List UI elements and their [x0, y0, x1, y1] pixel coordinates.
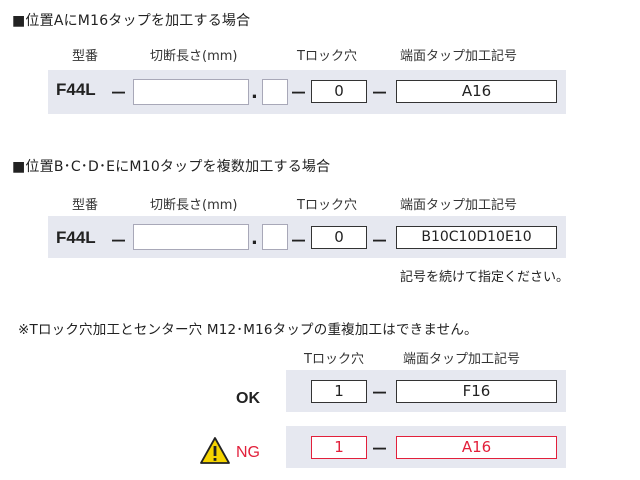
column-end-tap-code: 端面タップ加工記号 [400, 198, 518, 213]
cut-length-decimal-input[interactable] [262, 224, 288, 250]
ng-t-lock-value: 1 [311, 436, 367, 459]
consecutive-code-note: 記号を続けて指定ください。 [400, 270, 570, 285]
ok-end-tap-code: F16 [396, 380, 557, 403]
model-code: F44L [56, 228, 96, 247]
column-end-tap-code: 端面タップ加工記号 [400, 49, 518, 64]
dash: － [371, 232, 388, 252]
column-t-lock-hole: Tロック穴 [297, 198, 357, 213]
overlap-warning-note: ※Tロック穴加工とセンター穴 M12･M16タップの重複加工はできません。 [18, 322, 478, 338]
end-tap-code-value: A16 [396, 80, 557, 103]
ng-end-tap-code: A16 [396, 436, 557, 459]
column-model: 型番 [72, 49, 99, 64]
model-code: F44L [56, 80, 96, 99]
column-model: 型番 [72, 198, 99, 213]
cut-length-decimal-input[interactable] [262, 79, 288, 105]
column-cut-length: 切断長さ(mm) [150, 49, 238, 64]
warning-triangle-icon [200, 437, 230, 464]
dash: － [110, 84, 127, 104]
column-t-lock-hole: Tロック穴 [304, 352, 364, 367]
dash: － [290, 232, 307, 252]
column-end-tap-code: 端面タップ加工記号 [403, 352, 521, 367]
section-a-heading: ■位置AにM16タップを加工する場合 [12, 13, 251, 29]
column-t-lock-hole: Tロック穴 [297, 49, 357, 64]
decimal-point: . [251, 228, 258, 249]
end-tap-code-value: B10C10D10E10 [396, 226, 557, 249]
section-b-heading: ■位置B･C･D･EにM10タップを複数加工する場合 [12, 159, 331, 175]
cut-length-input[interactable] [133, 79, 249, 105]
decimal-point: . [251, 82, 258, 103]
cut-length-input[interactable] [133, 224, 249, 250]
dash: － [371, 384, 388, 404]
ok-t-lock-value: 1 [311, 380, 367, 403]
dash: － [371, 84, 388, 104]
dash: － [290, 84, 307, 104]
dash: － [371, 440, 388, 460]
dash: － [110, 232, 127, 252]
ok-label: OK [236, 390, 260, 407]
column-cut-length: 切断長さ(mm) [150, 198, 238, 213]
ng-label: NG [236, 444, 260, 461]
t-lock-value: 0 [311, 80, 367, 103]
t-lock-value: 0 [311, 226, 367, 249]
